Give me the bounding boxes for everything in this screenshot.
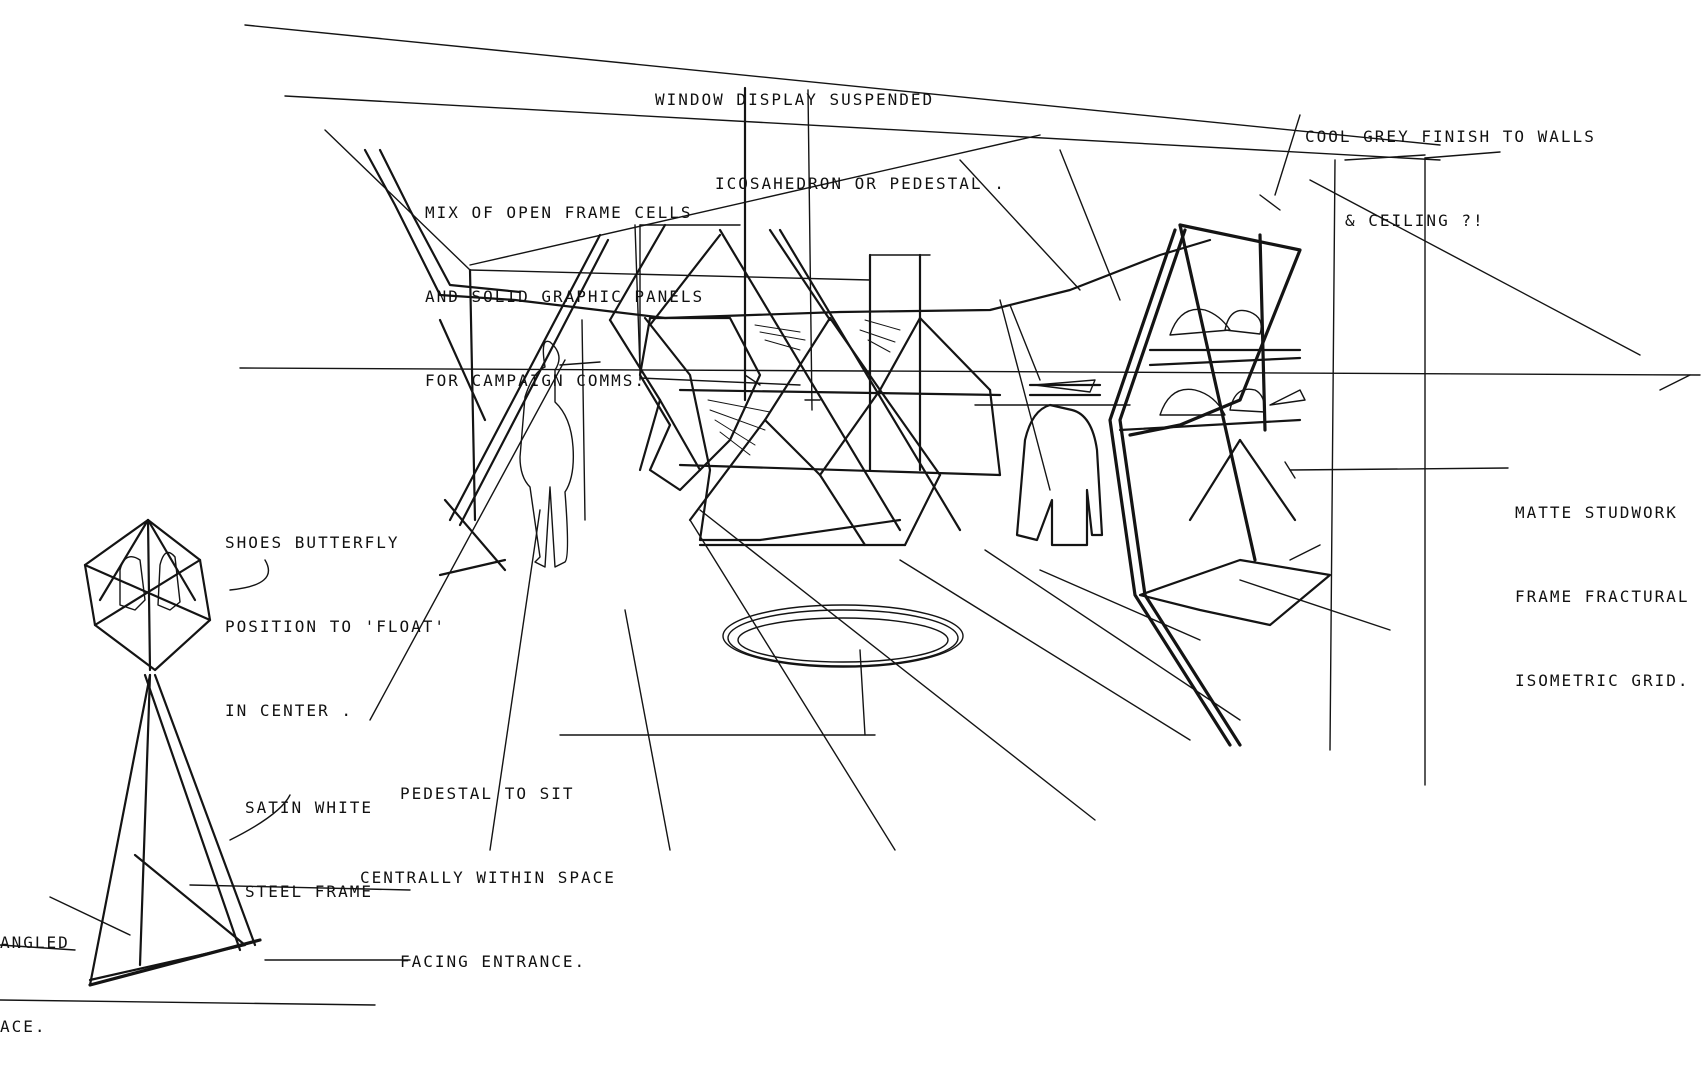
floor-pedestal — [722, 604, 964, 668]
annotation-line: AND SOLID GRAPHIC PANELS — [425, 287, 705, 306]
perspective-lines — [239, 24, 1701, 786]
floor-lines — [369, 359, 1391, 851]
annotation-cool-grey: COOL GREY FINISH TO WALLS & CEILING ?! — [1305, 67, 1596, 263]
annotation-line: ACE. — [0, 1017, 47, 1036]
annotation-line: FRAME FRACTURAL — [1515, 587, 1690, 606]
annotation-line: SATIN WHITE — [245, 798, 373, 817]
floor-marks — [0, 884, 411, 1006]
annotation-line: MIX OF OPEN FRAME CELLS — [425, 203, 693, 222]
hanging-jacket — [974, 403, 1131, 547]
mannequin — [519, 340, 601, 568]
graphic-panels — [707, 319, 901, 456]
annotation-studwork: MATTE STUDWORK FRAME FRACTURAL ISOMETRIC… — [1515, 443, 1690, 723]
annotation-line: FACING ENTRANCE. — [400, 952, 587, 971]
right-frame — [959, 149, 1332, 747]
annotation-line: WINDOW DISPLAY SUSPENDED — [655, 90, 935, 109]
left-frame — [363, 148, 1212, 577]
annotation-angled: ANGLED ACE. — [0, 873, 70, 1069]
annotation-line: ISOMETRIC GRID. — [1515, 671, 1690, 690]
annotation-line: COOL GREY FINISH TO WALLS — [1305, 127, 1596, 146]
annotation-line: POSITION TO 'FLOAT' — [225, 617, 447, 636]
annotation-open-frame: MIX OF OPEN FRAME CELLS AND SOLID GRAPHI… — [425, 143, 704, 423]
annotation-line: SHOES BUTTERFLY — [225, 533, 400, 552]
annotation-line: & CEILING ?! — [1345, 211, 1485, 230]
annotation-satin-white: SATIN WHITE STEEL FRAME — [245, 738, 373, 934]
annotation-line: IN CENTER . — [225, 701, 353, 720]
annotation-window-display: WINDOW DISPLAY SUSPENDED ICOSAHEDRON OR … — [655, 30, 1006, 226]
folded-garments — [1034, 308, 1306, 416]
central-structure — [608, 86, 1002, 547]
icosahedron-pedestal — [83, 518, 262, 987]
annotation-line: MATTE STUDWORK — [1515, 503, 1678, 522]
annotation-shoes: SHOES BUTTERFLY POSITION TO 'FLOAT' IN C… — [225, 473, 446, 753]
annotation-line: ANGLED — [0, 933, 70, 952]
annotation-pedestal: PEDESTAL TO SIT CENTRALLY WITHIN SPACE F… — [360, 724, 616, 1004]
annotation-line: CENTRALLY WITHIN SPACE — [360, 868, 616, 887]
annotation-line: ICOSAHEDRON OR PEDESTAL . — [715, 174, 1006, 193]
annotation-line: STEEL FRAME — [245, 882, 373, 901]
annotation-line: PEDESTAL TO SIT — [400, 784, 575, 803]
annotation-line: FOR CAMPAIGN COMMS. — [425, 371, 647, 390]
leader-lines — [49, 89, 1509, 936]
